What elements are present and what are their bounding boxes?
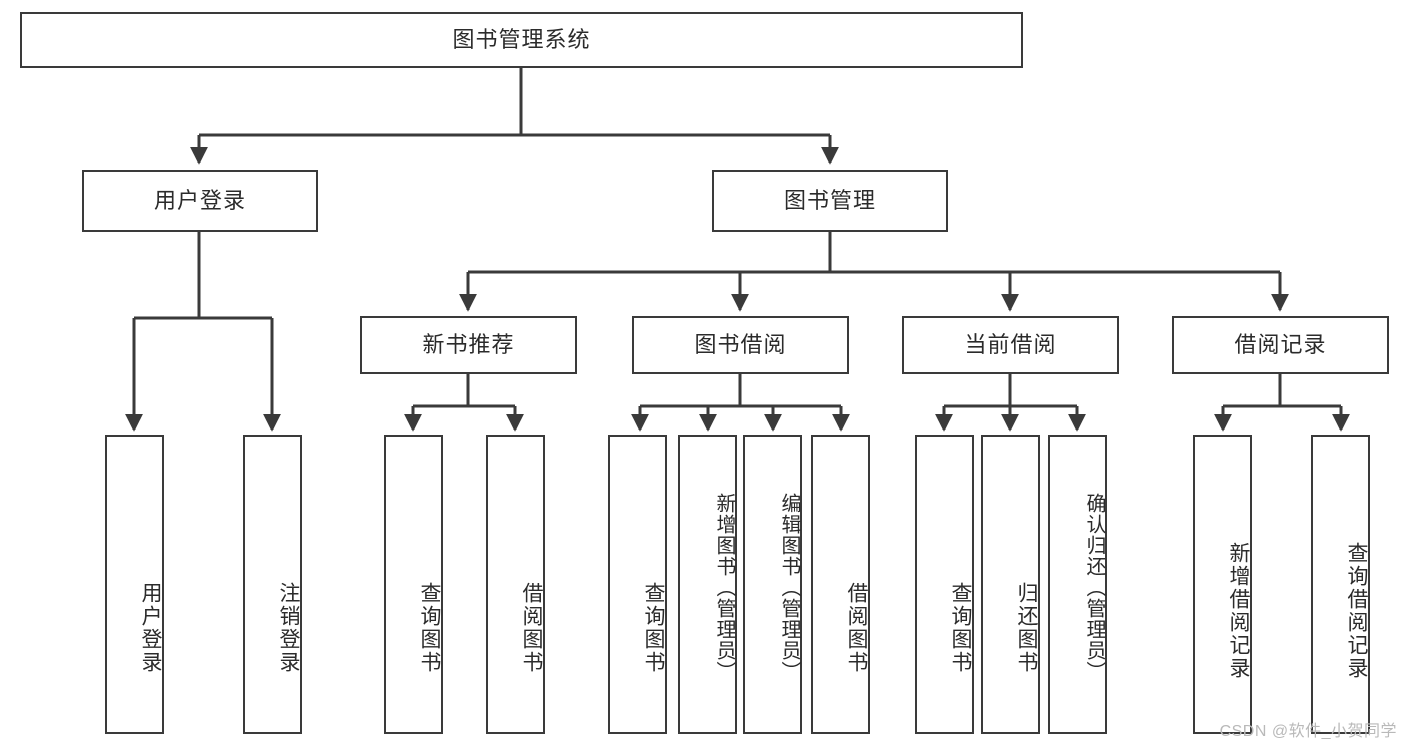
leaf-borrow-add-book[interactable]: 新增图书（管理员） <box>678 435 737 734</box>
leaf-current-query-book[interactable]: 查询图书 <box>915 435 974 734</box>
leaf-borrow-edit-book-label: 编辑图书（管理员） <box>778 493 800 682</box>
leaf-borrow-query-book-label: 查询图书 <box>642 581 665 674</box>
node-current-borrow[interactable]: 当前借阅 <box>902 316 1119 374</box>
leaf-new-book-query[interactable]: 查询图书 <box>384 435 443 734</box>
node-new-book-recommend-label: 新书推荐 <box>422 332 515 358</box>
node-user-login-label: 用户登录 <box>153 188 246 214</box>
node-new-book-recommend[interactable]: 新书推荐 <box>360 316 577 374</box>
leaf-record-add[interactable]: 新增借阅记录 <box>1193 435 1252 734</box>
leaf-current-confirm-return-label: 确认归还（管理员） <box>1083 493 1105 682</box>
node-borrow-record-label: 借阅记录 <box>1234 332 1327 358</box>
node-root-label: 图书管理系统 <box>452 27 591 53</box>
leaf-record-add-label: 新增借阅记录 <box>1227 541 1250 680</box>
leaf-user-login-logout[interactable]: 注销登录 <box>243 435 302 734</box>
node-borrow-record[interactable]: 借阅记录 <box>1172 316 1389 374</box>
leaf-current-return-book-label: 归还图书 <box>1015 581 1038 674</box>
leaf-user-login-login[interactable]: 用户登录 <box>105 435 164 734</box>
node-root[interactable]: 图书管理系统 <box>20 12 1023 68</box>
leaf-current-confirm-return[interactable]: 确认归还（管理员） <box>1048 435 1107 734</box>
node-book-borrow[interactable]: 图书借阅 <box>632 316 849 374</box>
node-book-management[interactable]: 图书管理 <box>712 170 948 232</box>
leaf-current-query-book-label: 查询图书 <box>949 581 972 674</box>
node-book-management-label: 图书管理 <box>783 188 876 214</box>
leaf-current-return-book[interactable]: 归还图书 <box>981 435 1040 734</box>
leaf-borrow-add-book-label: 新增图书（管理员） <box>713 493 735 682</box>
leaf-record-query-label: 查询借阅记录 <box>1345 541 1368 680</box>
leaf-new-book-borrow-label: 借阅图书 <box>520 581 543 674</box>
node-current-borrow-label: 当前借阅 <box>964 332 1057 358</box>
leaf-new-book-query-label: 查询图书 <box>418 581 441 674</box>
leaf-borrow-borrow-book-label: 借阅图书 <box>845 581 868 674</box>
node-book-borrow-label: 图书借阅 <box>694 332 787 358</box>
leaf-borrow-borrow-book[interactable]: 借阅图书 <box>811 435 870 734</box>
leaf-record-query[interactable]: 查询借阅记录 <box>1311 435 1370 734</box>
leaf-borrow-query-book[interactable]: 查询图书 <box>608 435 667 734</box>
leaf-user-login-login-label: 用户登录 <box>139 581 162 674</box>
leaf-new-book-borrow[interactable]: 借阅图书 <box>486 435 545 734</box>
leaf-user-login-logout-label: 注销登录 <box>277 581 300 674</box>
leaf-borrow-edit-book[interactable]: 编辑图书（管理员） <box>743 435 802 734</box>
node-user-login[interactable]: 用户登录 <box>82 170 318 232</box>
